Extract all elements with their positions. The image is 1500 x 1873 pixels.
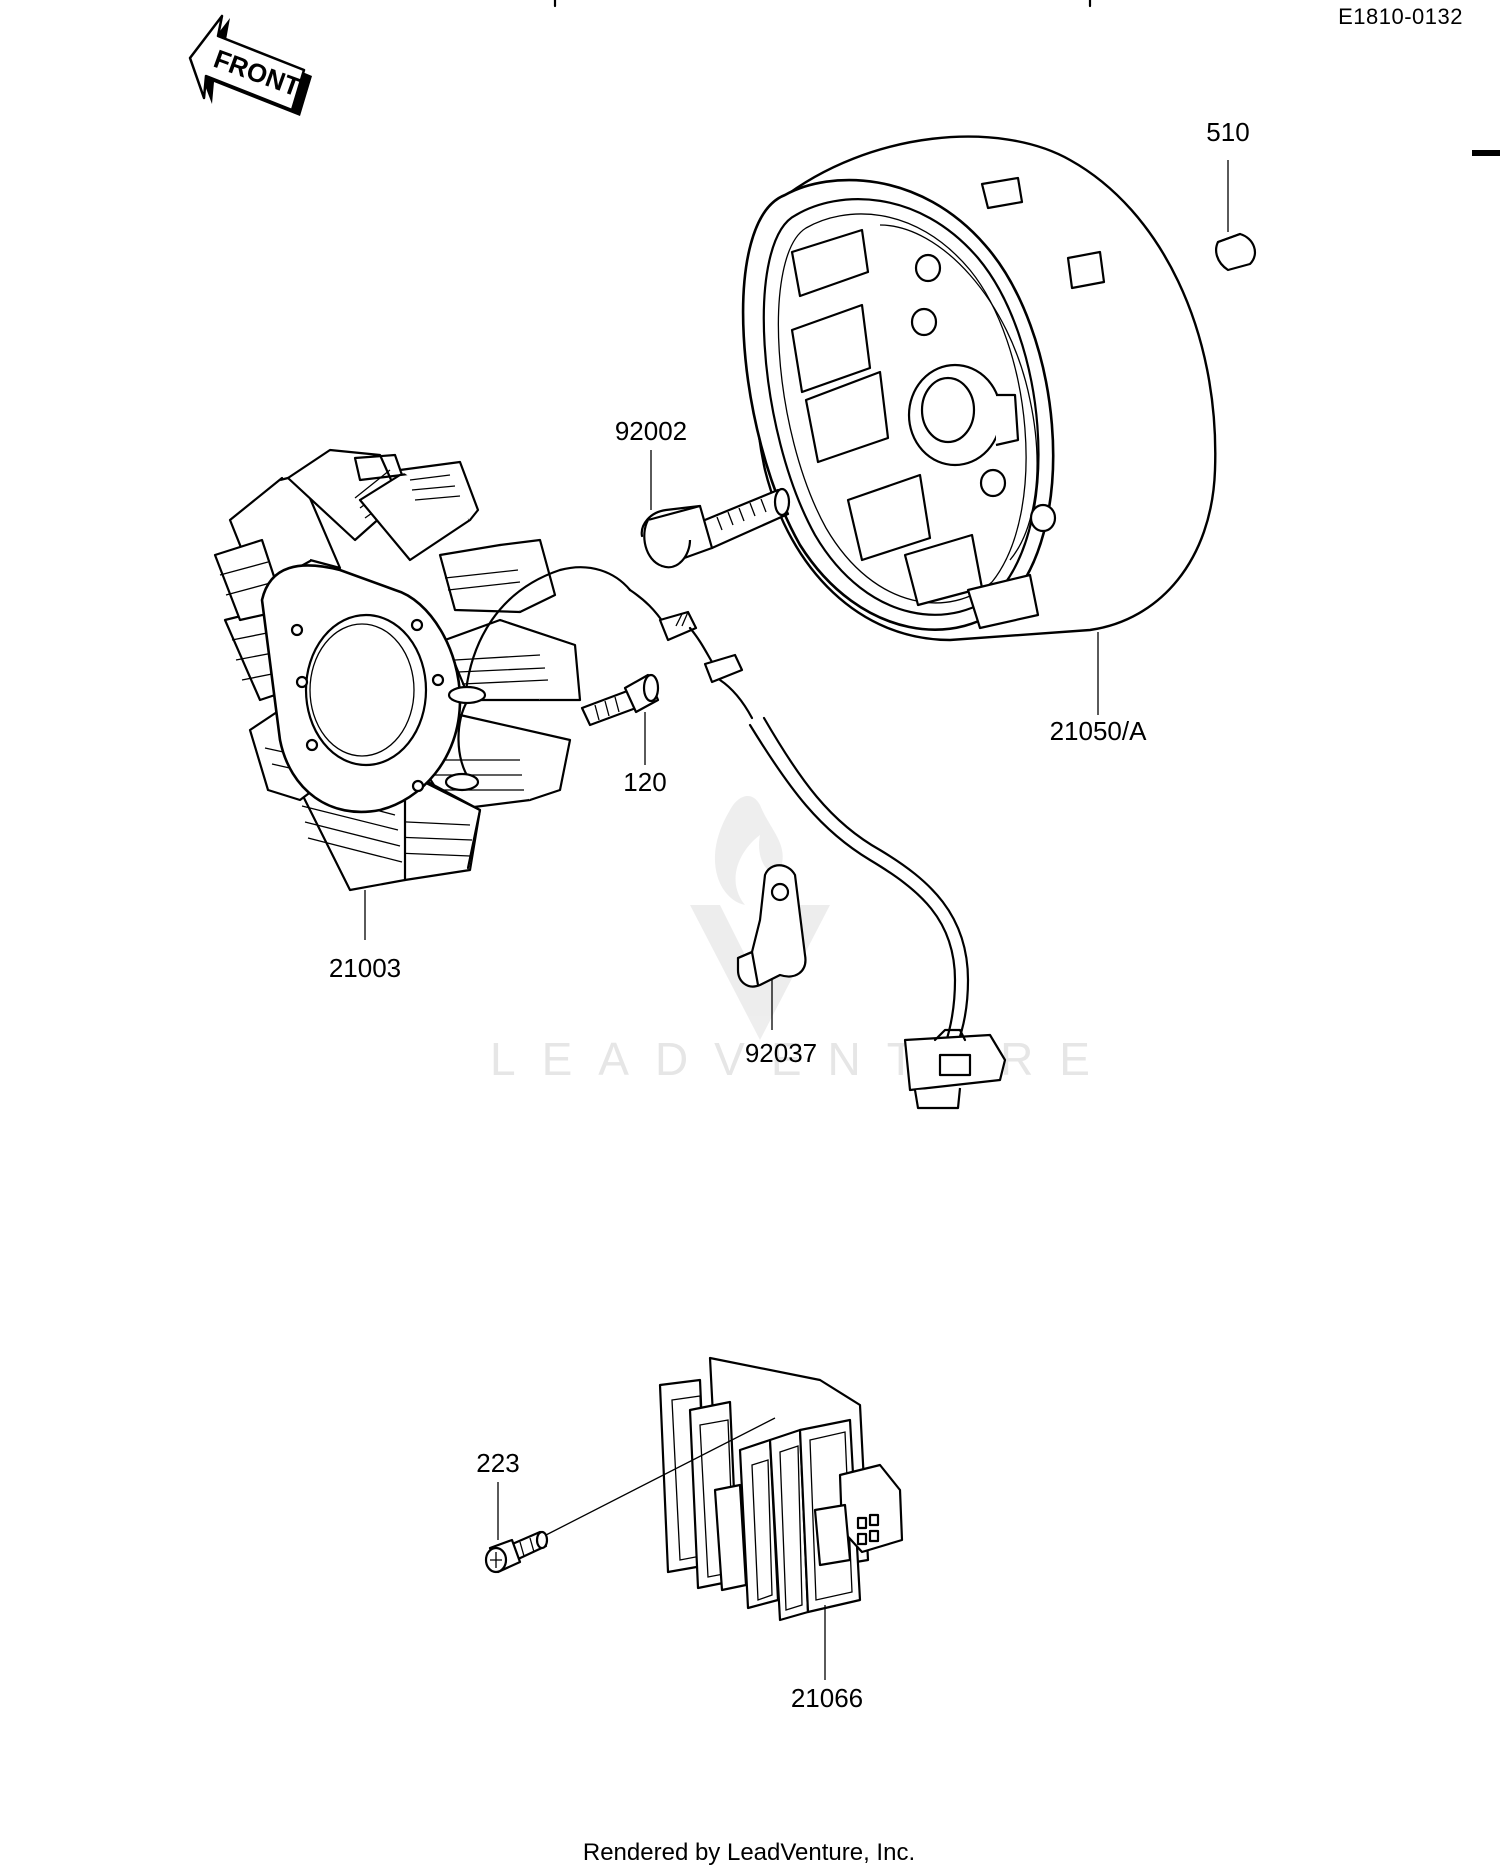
part-label-120: 120 — [623, 767, 666, 797]
diagram-code: E1810-0132 — [1338, 4, 1463, 29]
front-arrow-icon: FRONT — [188, 14, 312, 116]
part-label-21066: 21066 — [791, 1683, 863, 1713]
flywheel-bolt — [640, 487, 791, 569]
part-label-510: 510 — [1206, 117, 1249, 147]
wire-harness — [628, 588, 1007, 1110]
footer-credit: Rendered by LeadVenture, Inc. — [583, 1839, 915, 1866]
wire-clamp — [736, 864, 807, 988]
part-label-92037: 92037 — [745, 1038, 817, 1068]
part-label-21003: 21003 — [329, 953, 401, 983]
leader-223 — [545, 1417, 776, 1536]
stator-coil — [213, 448, 632, 892]
regulator-screw — [484, 1530, 549, 1574]
part-label-92002: 92002 — [615, 416, 687, 446]
margin-mark — [1472, 150, 1500, 156]
flywheel-rotor — [741, 135, 1217, 642]
regulator-rectifier — [658, 1356, 904, 1622]
woodruff-key — [1215, 232, 1257, 272]
stator-screw — [580, 673, 660, 727]
part-label-21050A: 21050/A — [1050, 716, 1148, 746]
part-label-223: 223 — [476, 1448, 519, 1478]
